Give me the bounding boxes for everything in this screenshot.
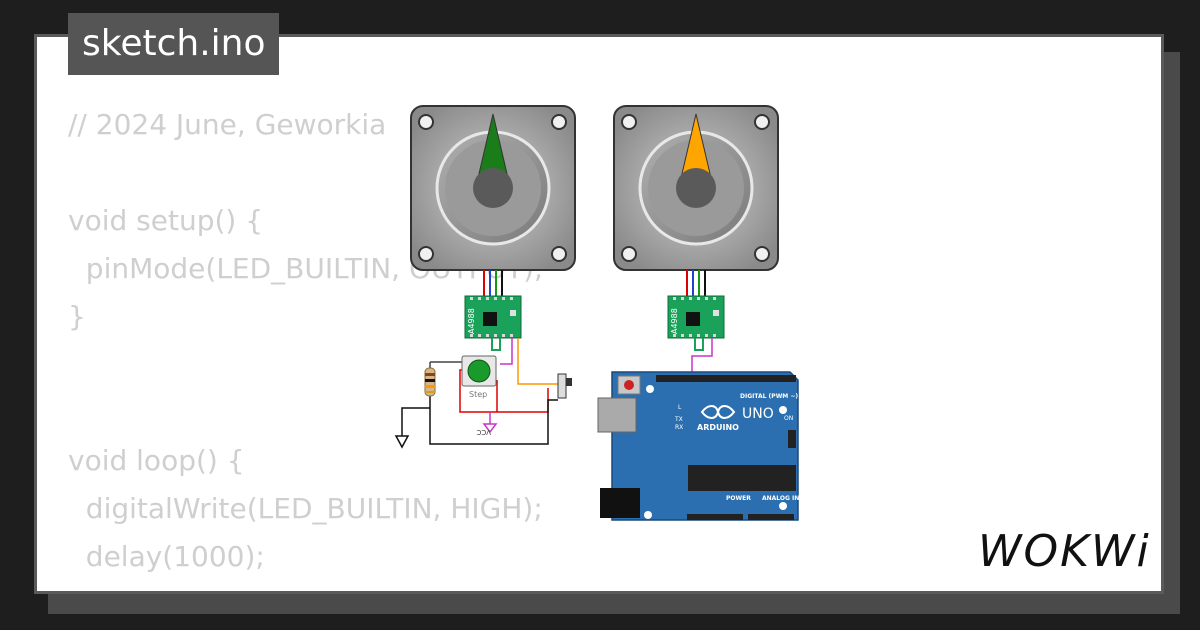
stepper-motor-1[interactable]	[410, 105, 576, 271]
code-line: }	[68, 300, 86, 333]
code-line: void loop() {	[68, 444, 245, 477]
board-l-label: L	[678, 404, 682, 411]
board-analog-label: ANALOG IN	[762, 495, 799, 502]
wokwi-logo: WOKWi	[978, 526, 1151, 577]
arduino-uno[interactable]: DIGITAL (PWM ~) UNO ARDUINO L TX RX ON P…	[597, 371, 799, 521]
driver-2-label: A4988	[670, 308, 679, 334]
vcc-symbol: VCC	[476, 423, 498, 436]
a4988-driver-1[interactable]: A4988	[464, 295, 522, 339]
push-button[interactable]: Step	[461, 355, 497, 399]
driver-2-to-board-wire	[691, 338, 713, 382]
code-line: delay(1000);	[68, 540, 265, 573]
stepper-motor-2[interactable]	[613, 105, 779, 271]
slide-switch[interactable]	[557, 373, 572, 399]
board-digital-label: DIGITAL (PWM ~)	[740, 393, 798, 400]
board-brand: ARDUINO	[697, 423, 739, 432]
motor-1-cables	[483, 270, 503, 296]
driver-1-wires	[401, 338, 558, 445]
code-line: // 2024 June, Geworkia	[68, 108, 387, 141]
ground-icon	[394, 435, 410, 449]
board-power-label: POWER	[726, 495, 751, 502]
board-rx-label: RX	[675, 424, 683, 431]
board-on-label: ON	[784, 415, 793, 422]
driver-1-label: A4988	[467, 308, 476, 334]
resistor[interactable]	[424, 367, 436, 397]
motor-2-cables	[686, 270, 706, 296]
driver-2-jumper	[694, 338, 704, 351]
code-line: void setup() {	[68, 204, 264, 237]
driver-1-jumper	[491, 338, 501, 351]
file-tab[interactable]: sketch.ino	[68, 13, 280, 75]
vcc-label: VCC	[476, 428, 491, 436]
a4988-driver-2[interactable]: A4988	[667, 295, 725, 339]
board-name: UNO	[742, 406, 774, 422]
code-line: digitalWrite(LED_BUILTIN, HIGH);	[68, 492, 543, 525]
preview-card	[34, 34, 1164, 594]
board-tx-label: TX	[674, 416, 683, 423]
button-label: Step	[469, 390, 487, 399]
arduino-infinity-icon	[700, 405, 736, 419]
